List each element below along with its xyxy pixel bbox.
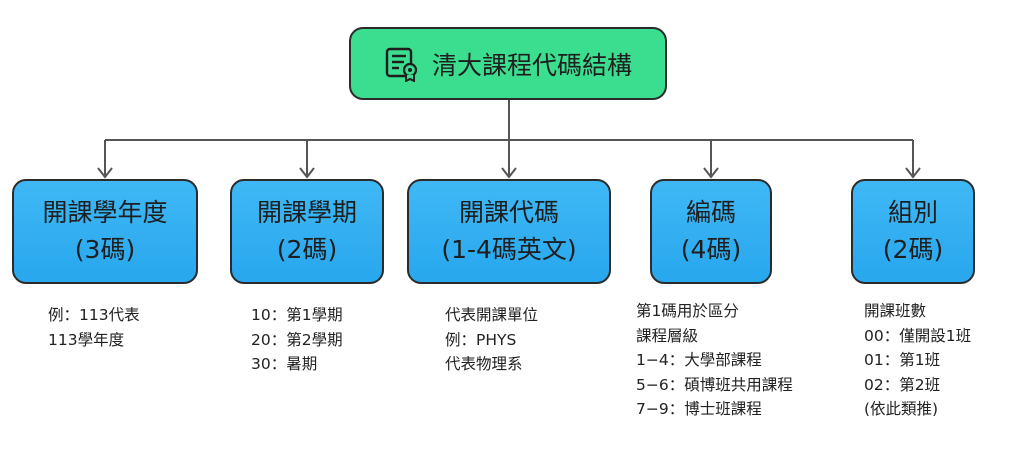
- node-semester: 開課學期 (2碼): [230, 179, 384, 284]
- desc-line: 1−4：大學部課程: [636, 351, 762, 369]
- node-department-code: 開課代碼 (1-4碼英文): [407, 179, 611, 284]
- node-label: 開課學年度: [42, 198, 168, 228]
- desc-line: 課程層級: [636, 326, 699, 345]
- desc-semester: 10：第1學期 20：第2學期 30：暑期: [251, 303, 343, 377]
- node-sublabel: (3碼): [74, 234, 136, 264]
- desc-line: 開課班數: [864, 302, 927, 320]
- desc-line: 7−9：博士班課程: [636, 400, 762, 418]
- desc-line: 00：僅開設1班: [864, 326, 972, 345]
- desc-line: 5−6：碩博班共用課程: [636, 375, 793, 394]
- node-sublabel: (4碼): [680, 234, 742, 264]
- node-group: 組別 (2碼): [851, 179, 975, 284]
- node-sublabel: (1-4碼英文): [441, 234, 577, 264]
- desc-serial-number: 第1碼用於區分 課程層級 1−4：大學部課程 5−6：碩博班共用課程 7−9：博…: [636, 299, 793, 422]
- node-label: 組別: [887, 198, 938, 228]
- desc-line: 第1碼用於區分: [636, 302, 739, 320]
- node-label: 開課學期: [256, 198, 357, 228]
- desc-line: 10：第1學期: [251, 306, 343, 324]
- desc-line: 代表開課單位: [445, 306, 539, 324]
- arrowhead-3: [501, 167, 517, 179]
- node-serial-number: 編碼 (4碼): [650, 179, 772, 284]
- node-label: 編碼: [685, 198, 736, 228]
- arrowhead-1: [97, 167, 113, 179]
- node-sublabel: (2碼): [276, 234, 338, 264]
- desc-line: 113學年度: [48, 330, 125, 349]
- desc-line: 20：第2學期: [251, 330, 343, 349]
- desc-academic-year: 例：113代表 113學年度: [48, 303, 140, 352]
- desc-line: 01：第1班: [864, 351, 941, 369]
- node-academic-year: 開課學年度 (3碼): [12, 179, 198, 284]
- desc-group: 開課班數 00：僅開設1班 01：第1班 02：第2班 (依此類推): [864, 299, 971, 422]
- certificate-document-icon: [385, 47, 418, 82]
- arrowhead-2: [299, 167, 315, 179]
- arrowhead-5: [905, 167, 921, 179]
- desc-department-code: 代表開課單位 例：PHYS 代表物理系: [445, 303, 538, 377]
- desc-line: 代表物理系: [445, 355, 523, 373]
- desc-line: 例：113代表: [48, 306, 140, 324]
- node-sublabel: (2碼): [882, 234, 944, 264]
- root-node: 清大課程代碼結構: [349, 27, 667, 100]
- desc-line: (依此類推): [864, 400, 939, 418]
- desc-line: 02：第2班: [864, 375, 941, 394]
- desc-line: 例：PHYS: [445, 330, 517, 349]
- arrowhead-4: [703, 167, 719, 179]
- desc-line: 30：暑期: [251, 355, 318, 373]
- node-label: 開課代碼: [458, 198, 559, 228]
- root-title: 清大課程代碼結構: [431, 50, 632, 80]
